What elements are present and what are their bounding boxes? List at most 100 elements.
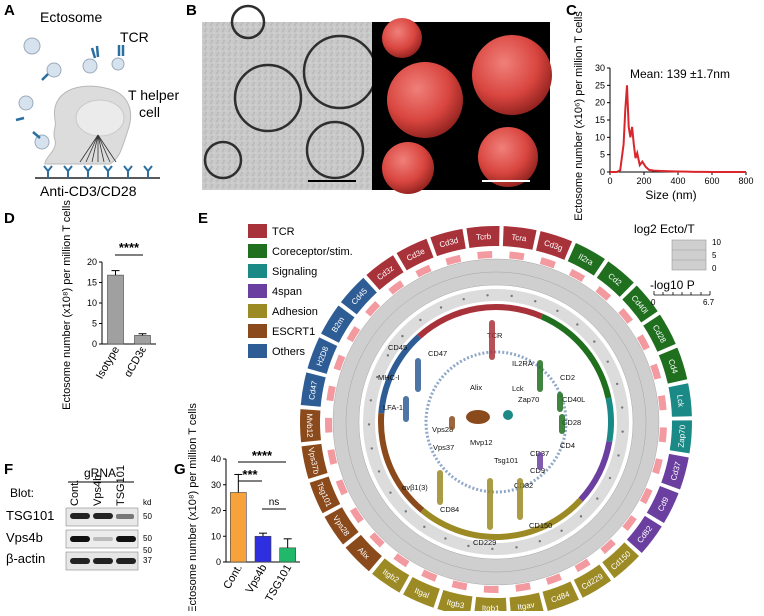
legend-swatch [248,284,267,298]
legend-swatch [248,324,267,338]
blot-row-vps4b: Vps4b [6,530,43,545]
protein-glyph [403,396,409,422]
legend-label: Signaling [272,266,317,278]
outer-ring-segment [602,542,640,579]
log2-bar [545,573,562,585]
p-value-mark [404,510,407,513]
cell-label: cell [139,104,160,120]
protein-label: Zap70 [518,395,539,404]
outer-ring-segment [366,255,404,290]
log2-bar [415,264,432,278]
log2-track [333,259,659,585]
log2-bar [574,558,591,573]
y-tick-label: 20 [211,506,221,516]
blot-row-tsg101: TSG101 [6,508,54,523]
category-arc [540,313,612,399]
log2-bar [483,585,499,593]
grna-label: gRNA [84,466,116,480]
category-arc [420,497,583,540]
gene-label: Itgb1 [482,604,501,611]
log2-bar [327,449,338,465]
significance-g2: **** [252,448,273,463]
p-value-mark [579,515,583,518]
scale-tick-0: 0 [712,264,717,273]
legend-label: ESCRT1 [272,326,315,338]
panel-letter-e: E [198,210,208,227]
protein-glyph [537,452,543,470]
t-helper-label: T helper [128,87,179,103]
p-tick-0: 0 [651,298,656,307]
tcr-icons [15,45,125,139]
log2-bar [365,300,381,317]
category-arc [378,334,422,414]
p-value-mark [510,294,513,298]
log2-bar [445,254,462,266]
log2-bar [657,395,667,411]
outer-ring-segment [567,243,605,276]
p-value-mark [556,309,559,313]
p-value-mark [462,297,465,301]
antibody-icons [43,165,153,178]
protein-label: CD45 [388,343,407,352]
p-value-mark [534,300,537,303]
protein-label: CD28 [562,418,581,427]
p-value-mark [596,497,599,500]
log2-bar [618,308,633,324]
significance-g1: *** [242,467,258,482]
protein-label: CD47 [428,349,447,358]
log2-bar [539,257,556,269]
gene-label: Cd4 [666,358,679,375]
bar [254,535,272,563]
category-arc [417,303,543,339]
category-label: Isotype [94,345,122,382]
gene-label: Mvb12 [305,413,314,438]
protein-label: LFA-1 [383,403,403,412]
nucleus-shape [75,99,125,137]
log2-bar [652,458,663,475]
log2-bar [451,580,468,591]
p-track [363,289,629,555]
p-value-mark [615,382,619,386]
chart-g-ylabel: Ectosome number (x10⁸) per million T cel… [187,403,199,611]
chart-c-xlabel: Size (nm) [645,188,696,202]
log2-bar [509,251,525,261]
scale-title: log2 Ecto/T [634,222,695,236]
outer-ring-segment [466,226,500,249]
legend-label: 4span [272,286,302,298]
protein-label: Vps28 [432,425,453,434]
y-tick-label: 0 [600,167,605,177]
gene-label: Zap70 [677,424,688,448]
protein-label: Lck [512,384,524,393]
outer-ring-segment [661,453,689,490]
scale-swatch [671,239,707,271]
outer-ring-segment [301,443,328,479]
log2-bar [636,334,650,351]
outer-ring-segment [536,231,573,260]
protein-glyph [559,414,565,434]
y-tick-label: 15 [87,278,97,288]
y-tick-label: 0 [92,339,97,349]
ectosome-label: Ectosome [40,9,102,25]
p-value-mark [370,447,373,450]
ectosome-icons [18,37,125,150]
blot-row-actin: β-actin [6,551,45,566]
y-tick-label: 5 [92,319,97,329]
mw-actin-37: 37 [143,556,152,565]
protein-glyph [517,478,523,520]
outer-ring-segment [626,515,662,554]
protein-label: CD4 [560,441,575,450]
log2-bar [349,507,364,524]
protein-glyph [415,358,421,392]
legend-swatch [248,264,267,278]
gene-label: Lck [675,394,685,408]
log2-bar [346,326,361,343]
mw-vps4b: 50 [143,534,152,543]
protein-label: Tsg101 [494,456,518,465]
outer-ring-segment [509,592,544,616]
y-tick-label: 10 [595,132,605,142]
